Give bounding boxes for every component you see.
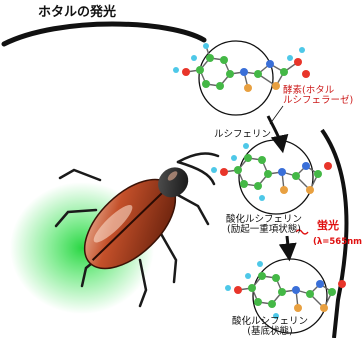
- enzyme-label-line2: ルシフェラーゼ): [283, 96, 353, 106]
- flow-arrow-top: [4, 24, 204, 44]
- enzyme-label: 酵素(ホタル ルシフェラーゼ): [283, 86, 353, 106]
- molecule-icon-excited: [211, 140, 332, 214]
- enzyme-pointer-line: [270, 106, 283, 124]
- ground-state-label: 酸化ルシフェリン (基底状態): [232, 317, 308, 337]
- excited-state-label: 酸化ルシフェリン (励起一重項状態): [226, 215, 302, 235]
- firefly-icon: [10, 150, 218, 314]
- ground-state-label-line2: (基底状態): [232, 327, 308, 337]
- luciferin-label: ルシフェリン: [214, 130, 271, 140]
- reaction-arrow-2: [287, 236, 289, 256]
- excited-state-label-line2: (励起一重項状態): [226, 225, 302, 235]
- wavelength-label: (λ=565nm: [313, 238, 362, 247]
- fluorescence-label: 蛍光: [317, 220, 339, 232]
- diagram-title: ホタルの発光: [38, 6, 116, 20]
